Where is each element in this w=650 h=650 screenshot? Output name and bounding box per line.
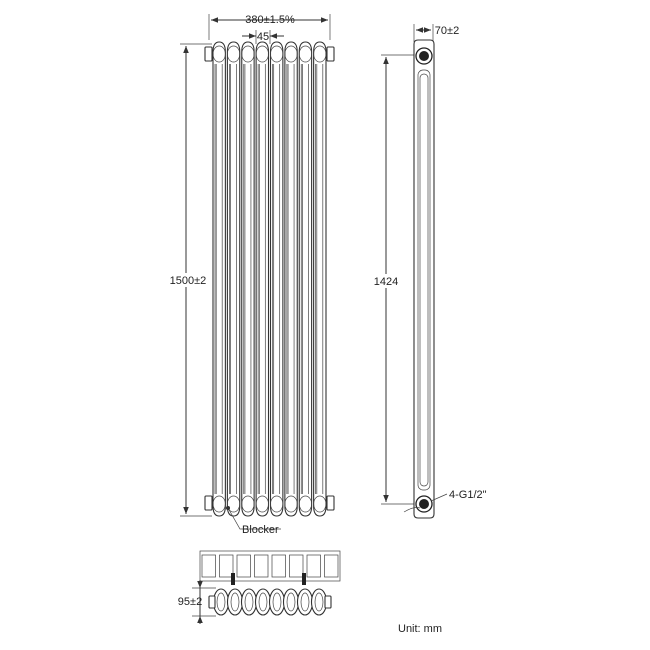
pitch-dimension-label: 45 — [257, 31, 269, 43]
blocker-leader — [227, 507, 281, 530]
height-dimension-label: 1500±2 — [170, 275, 207, 287]
radiator-column — [313, 41, 327, 517]
connection-leader — [430, 493, 448, 502]
top-left-plug — [208, 595, 216, 609]
centres-dimension-label: 1424 — [374, 276, 398, 288]
top-wall-cell — [306, 554, 321, 578]
top-view-wall — [199, 550, 341, 582]
top-view: 95±2 — [178, 550, 341, 624]
radiator-side-body — [413, 39, 435, 519]
blocker-label: Blocker — [242, 524, 279, 536]
top-wall-cell — [289, 554, 304, 578]
width-dimension-label: 380±1.5% — [245, 14, 295, 26]
side-inner-channel — [417, 69, 431, 491]
top-view-columns — [208, 588, 332, 616]
top-wall-cell — [324, 554, 339, 578]
radiator-column — [241, 41, 255, 517]
top-wall-cell — [254, 554, 269, 578]
radiator-column — [298, 41, 313, 517]
unit-label: Unit: mm — [398, 623, 442, 635]
top-right-plug — [326, 46, 335, 62]
front-view: 380±1.5% 45 1500±2 Blocker — [166, 14, 335, 536]
radiator-columns — [212, 41, 327, 517]
radiator-column — [284, 41, 298, 517]
top-left-plug — [204, 46, 213, 62]
depth-dimension-label: 70±2 — [435, 25, 459, 37]
top-depth-dimension-label: 95±2 — [178, 596, 202, 608]
top-right-plug — [324, 595, 332, 609]
side-view: 70±2 1424 4-G1/2" — [370, 24, 487, 519]
radiator-column — [226, 41, 241, 517]
radiator-column — [212, 41, 226, 517]
bottom-left-plug — [204, 495, 213, 511]
top-wall-cell — [201, 554, 216, 578]
top-wall-cell — [219, 554, 234, 578]
left-bracket — [231, 573, 235, 585]
radiator-column — [269, 41, 284, 517]
top-wall-cell — [236, 554, 251, 578]
top-wall-cell — [271, 554, 286, 578]
radiator-column — [255, 41, 270, 517]
right-bracket — [302, 573, 306, 585]
connection-label: 4-G1/2" — [449, 489, 487, 501]
bottom-right-plug — [326, 495, 335, 511]
